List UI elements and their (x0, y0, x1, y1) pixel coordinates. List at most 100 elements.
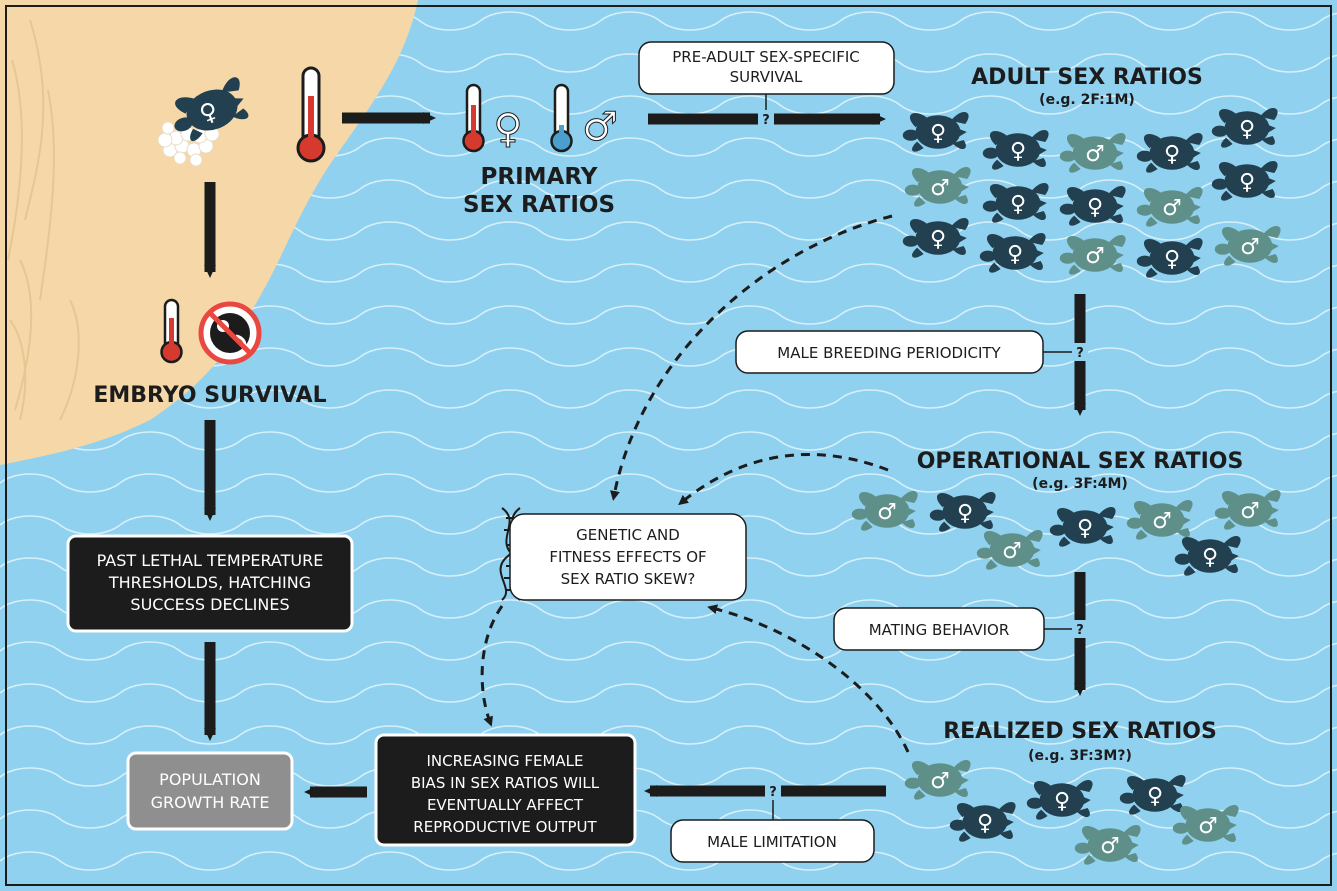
adult-turtle-group: ♀ ♀ ♂ ♀ ♀ ♂ ♀ ♀ ♂ ♀ ♀ ♀ ♂ ♀ ♂ (902, 107, 1281, 278)
turtle-male-icon: ♂ (976, 529, 1043, 570)
female-bias-label-4: REPRODUCTIVE OUTPUT (413, 818, 597, 836)
male-limitation-box (670, 819, 875, 863)
svg-text:♀: ♀ (1202, 545, 1218, 570)
pre-adult-survival-label-2: SURVIVAL (730, 68, 803, 86)
turtle-male-icon: ♂ (904, 166, 971, 207)
male-limitation-question: ? (769, 785, 777, 800)
svg-text:♀: ♀ (930, 227, 946, 252)
thermometer-cool-icon (550, 83, 573, 153)
turtle-female-icon: ♀ (982, 129, 1049, 170)
thermometer-warm-icon (462, 83, 485, 153)
operational-sex-ratios-example: (e.g. 3F:4M) (1032, 476, 1128, 492)
svg-text:♂: ♂ (1002, 539, 1022, 564)
turtle-male-icon: ♂ (1214, 489, 1281, 530)
svg-text:♂: ♂ (1162, 196, 1182, 221)
pre-adult-survival-label-1: PRE-ADULT SEX-SPECIFIC (672, 48, 859, 66)
turtle-female-icon: ♀ (1049, 506, 1116, 547)
turtle-male-icon: ♂ (904, 759, 971, 800)
svg-text:♂: ♂ (1240, 235, 1260, 260)
male-limitation-label: MALE LIMITATION (707, 833, 837, 851)
mating-question: ? (1076, 623, 1084, 638)
svg-text:♀: ♀ (1010, 139, 1026, 164)
turtle-male-icon: ♂ (851, 490, 918, 531)
lethal-temperature-label-2: THRESHOLDS, HATCHING (108, 573, 311, 592)
turtle-female-icon: ♀ (1026, 779, 1093, 820)
breeding-question: ? (1076, 346, 1084, 361)
turtle-male-icon: ♂ (1126, 499, 1193, 540)
turtle-male-icon: ♂ (1059, 132, 1126, 173)
thermometer-hot-icon (296, 66, 326, 163)
dashed-arrow-operational-to-genetic (678, 453, 889, 506)
genetic-fitness-label-3: SEX RATIO SKEW? (561, 570, 696, 588)
svg-text:♂: ♂ (1085, 142, 1105, 167)
svg-text:♀: ♀ (977, 811, 993, 836)
dashed-arrow-adult-to-genetic (610, 214, 893, 501)
turtle-female-icon: ♀ (949, 801, 1016, 842)
turtle-female-icon: ♀ (1136, 237, 1203, 278)
turtle-female-icon: ♀ (1136, 132, 1203, 173)
population-growth-box (126, 751, 294, 831)
svg-text:♀: ♀ (1147, 784, 1163, 809)
female-symbol-icon: ♀ (493, 106, 522, 152)
svg-text:♀: ♀ (1054, 789, 1070, 814)
male-symbol-icon: ♂ (582, 104, 618, 150)
turtle-female-icon: ♀ (1211, 107, 1278, 148)
female-bias-label-3: EVENTUALLY AFFECT (427, 796, 584, 814)
svg-text:♀: ♀ (957, 501, 973, 526)
turtle-female-icon: ♀ (982, 182, 1049, 223)
no-embryo-icon (198, 301, 262, 365)
turtle-female-icon: ♀ (1119, 774, 1186, 815)
svg-text:♀: ♀ (1239, 170, 1255, 195)
svg-text:♀: ♀ (1010, 192, 1026, 217)
turtle-female-icon: ♀ (902, 217, 969, 258)
population-growth-label-1: POPULATION (159, 770, 261, 789)
embryo-survival-title: EMBRYO SURVIVAL (93, 383, 326, 408)
dune-grass (7, 19, 80, 421)
adult-sex-ratios-example: (e.g. 2F:1M) (1039, 92, 1135, 108)
population-growth-label-2: GROWTH RATE (151, 793, 270, 812)
mating-question-bg (1072, 620, 1088, 638)
frame (5, 5, 1332, 886)
svg-text:♀: ♀ (1164, 247, 1180, 272)
operational-sex-ratios-title: OPERATIONAL SEX RATIOS (917, 449, 1244, 474)
lethal-temperature-box (66, 534, 354, 633)
breeding-question-bg (1072, 343, 1088, 361)
svg-text:♀: ♀ (930, 121, 946, 146)
turtle-female-icon: ♀ (1174, 535, 1241, 576)
svg-text:♀: ♀ (1077, 516, 1093, 541)
genetic-fitness-label-2: FITNESS EFFECTS OF (549, 548, 706, 566)
turtle-female-icon: ♀ (979, 232, 1046, 273)
primary-sex-ratios-title-1: PRIMARY (481, 164, 598, 190)
female-bias-box (374, 733, 637, 847)
svg-text:♂: ♂ (930, 769, 950, 794)
female-bias-label-2: BIAS IN SEX RATIOS WILL (411, 774, 600, 792)
svg-text:♂: ♂ (1100, 834, 1120, 859)
genetic-fitness-box (509, 513, 747, 601)
turtle-female-icon: ♀ (1211, 160, 1278, 201)
realized-sex-ratios-example: (e.g. 3F:3M?) (1028, 748, 1132, 764)
turtle-female-icon: ♀ (1059, 185, 1126, 226)
turtle-male-icon: ♂ (1136, 186, 1203, 227)
pre-adult-question: ? (762, 113, 770, 128)
svg-text:♂: ♂ (1085, 244, 1105, 269)
svg-text:♀: ♀ (1164, 142, 1180, 167)
turtle-male-icon: ♂ (1059, 234, 1126, 275)
turtle-female-icon: ♀ (902, 111, 969, 152)
dashed-arrow-realized-to-genetic (707, 604, 910, 753)
svg-text:♂: ♂ (1152, 509, 1172, 534)
svg-text:♂: ♂ (1240, 499, 1260, 524)
lethal-temperature-label-3: SUCCESS DECLINES (130, 595, 289, 614)
primary-sex-ratios-title-2: SEX RATIOS (463, 192, 615, 218)
svg-text:♂: ♂ (1198, 814, 1218, 839)
pre-adult-question-bg (758, 110, 774, 128)
svg-text:♀: ♀ (1239, 117, 1255, 142)
operational-turtle-group: ♂ ♀ ♂ ♀ ♂ ♀ ♂ (851, 489, 1281, 576)
lethal-temperature-label-1: PAST LETHAL TEMPERATURE (97, 551, 324, 570)
turtle-male-icon: ♂ (1214, 225, 1281, 266)
nesting-turtle-icon: ♀ (165, 75, 254, 146)
svg-text:♂: ♂ (930, 176, 950, 201)
realized-turtle-group: ♂ ♀ ♀ ♂ ♀ ♂ (904, 759, 1239, 865)
female-bias-label-1: INCREASING FEMALE (427, 752, 584, 770)
svg-text:♀: ♀ (1007, 242, 1023, 267)
